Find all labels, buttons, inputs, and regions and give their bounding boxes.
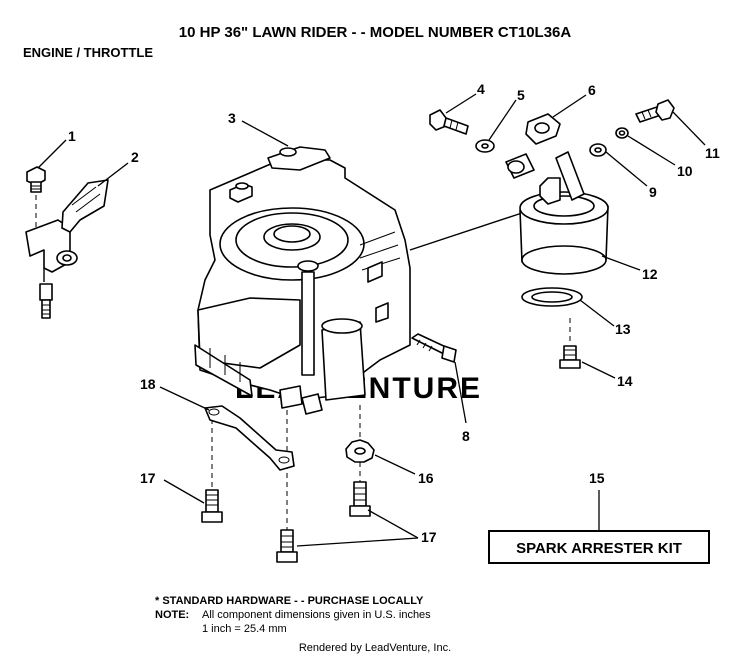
callout-12: 12 <box>642 266 658 282</box>
leader-1 <box>37 139 67 169</box>
part-11-bolt[interactable] <box>635 99 675 123</box>
callout-17-right: 17 <box>421 529 437 545</box>
part-13-screen[interactable] <box>521 287 583 307</box>
callout-14: 14 <box>617 373 633 389</box>
conversion-note: 1 inch = 25.4 mm <box>202 623 287 635</box>
part-14-screw[interactable] <box>559 345 581 369</box>
part-3-engine[interactable] <box>194 146 411 415</box>
callout-2: 2 <box>131 149 139 165</box>
callout-1: 1 <box>68 128 76 144</box>
callout-5: 5 <box>517 87 525 103</box>
exhaust-elbow[interactable] <box>505 153 535 179</box>
callout-3: 3 <box>228 110 236 126</box>
callout-9: 9 <box>649 184 657 200</box>
standard-hardware-note: * STANDARD HARDWARE - - PURCHASE LOCALLY <box>155 595 424 607</box>
leader-10 <box>627 135 676 166</box>
part-12-muffler[interactable] <box>519 151 609 275</box>
leader-13 <box>579 299 615 327</box>
part-9-washer[interactable] <box>589 143 607 157</box>
part-16-star-washer[interactable] <box>345 439 375 463</box>
section-subtitle: ENGINE / THROTTLE <box>23 45 153 60</box>
page-title: 10 HP 36" LAWN RIDER - - MODEL NUMBER CT… <box>179 24 572 41</box>
leader-11 <box>672 111 706 146</box>
leader-14 <box>581 361 616 379</box>
part-17-bolt-middle[interactable] <box>349 481 371 517</box>
exhaust-line <box>409 211 526 251</box>
part-5-washer[interactable] <box>475 139 495 153</box>
leader-9 <box>605 151 648 187</box>
note-text: All component dimensions given in U.S. i… <box>202 609 431 621</box>
callout-17-left: 17 <box>140 470 156 486</box>
part-1-screw[interactable] <box>26 166 46 193</box>
leader-2 <box>97 162 129 187</box>
callout-8: 8 <box>462 428 470 444</box>
leader-12 <box>601 255 641 271</box>
callout-10: 10 <box>677 163 693 179</box>
footer-credit: Rendered by LeadVenture, Inc. <box>299 642 451 654</box>
leader-8 <box>454 361 467 424</box>
note-label: NOTE: <box>155 609 189 621</box>
part-2-throttle-control[interactable] <box>25 179 109 319</box>
leader-16 <box>374 454 416 475</box>
leader-18 <box>159 386 210 411</box>
callout-4: 4 <box>477 81 485 97</box>
leader-5 <box>488 99 517 141</box>
callout-13: 13 <box>615 321 631 337</box>
callout-6: 6 <box>588 82 596 98</box>
leader-6 <box>552 94 587 118</box>
callout-16: 16 <box>418 470 434 486</box>
leader-4 <box>445 93 477 114</box>
part-17-bolt-left[interactable] <box>201 489 223 523</box>
leader-17-left <box>163 479 205 504</box>
part-4-bolt[interactable] <box>429 109 469 135</box>
part-17-bolt-bottom[interactable] <box>276 529 298 563</box>
callout-18: 18 <box>140 376 156 392</box>
part-18-bracket[interactable] <box>204 405 295 471</box>
part-8-bolt[interactable] <box>411 333 457 363</box>
spark-arrester-kit-box[interactable]: SPARK ARRESTER KIT <box>488 530 710 564</box>
leader-3 <box>241 120 289 147</box>
leader-17-right <box>296 509 419 547</box>
callout-11: 11 <box>705 145 720 161</box>
part-6-gasket[interactable] <box>525 113 561 145</box>
spark-arrester-kit-label: SPARK ARRESTER KIT <box>516 540 682 557</box>
part-10-lock-washer[interactable] <box>615 127 629 139</box>
callout-15: 15 <box>589 470 605 486</box>
